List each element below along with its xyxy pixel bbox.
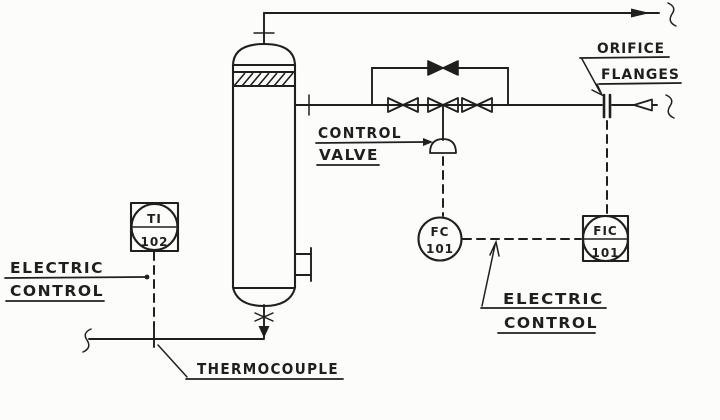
side-nozzle	[294, 247, 312, 282]
label-text: ELECTRIC	[503, 290, 604, 308]
orifice-flange-assembly	[602, 93, 612, 119]
leader-line	[157, 344, 188, 378]
distillation-column	[231, 42, 312, 308]
instrument-circle	[130, 202, 179, 252]
line-break-curl-top-icon	[667, 2, 677, 27]
leader-line	[481, 244, 496, 307]
instrument-number: 102	[140, 235, 168, 249]
instrument-tag: TI	[147, 212, 162, 226]
flow-arrow-left-icon	[633, 98, 653, 112]
instrument-number: 101	[591, 246, 619, 260]
signal-lines	[153, 120, 608, 328]
label-text: ORIFICE	[597, 41, 665, 57]
block-valve-upstream-icon	[387, 97, 419, 113]
bottoms-flange-tick-icon	[254, 312, 274, 322]
label-orifice-flanges: ORIFICE FLANGES	[579, 41, 682, 97]
leader-arrow-right-icon	[423, 138, 433, 146]
flow-arrow-down-icon	[258, 326, 270, 338]
label-underline-leader	[4, 276, 146, 279]
instrument-circle	[417, 216, 463, 262]
column-top-head	[231, 42, 297, 67]
instrument-number: 101	[426, 242, 454, 256]
overhead-vapor-line	[253, 2, 677, 45]
control-valve-body-icon	[427, 97, 459, 154]
leader-dot	[144, 274, 150, 280]
instrument-circle	[581, 214, 630, 263]
leader-arrow-down-icon	[591, 83, 604, 97]
leader-line	[581, 58, 601, 93]
instrument-tag: FIC	[593, 224, 617, 238]
valve-manifold	[371, 60, 509, 154]
instrument-tag: FC	[430, 225, 449, 239]
bypass-valve-icon	[427, 60, 459, 76]
label-text: ELECTRIC	[10, 259, 104, 277]
block-valve-downstream-icon	[461, 97, 493, 113]
label-text: VALVE	[319, 146, 379, 164]
label-text: FLANGES	[601, 67, 680, 83]
process-line	[294, 94, 675, 119]
instrument-fic-101: FIC 101	[581, 214, 630, 263]
line-break-curl-bottom-icon	[82, 328, 92, 353]
label-control-valve: CONTROL VALVE	[315, 124, 433, 166]
label-text: CONTROL	[318, 124, 402, 142]
label-underline	[579, 56, 670, 59]
label-text: THERMOCOUPLE	[197, 360, 339, 378]
instrument-fc-101: FC 101	[417, 216, 463, 262]
label-underline-leader	[315, 141, 425, 144]
label-text: CONTROL	[10, 282, 104, 300]
flow-arrow-right-icon	[631, 8, 650, 18]
packing-hatch	[233, 72, 294, 87]
line-break-curl-right-icon	[665, 94, 675, 119]
instrument-ti-102: TI 102	[129, 201, 180, 253]
label-underline	[598, 82, 682, 85]
leader-arrow-up-icon	[489, 239, 500, 257]
label-text: CONTROL	[504, 314, 598, 332]
column-bottom-head	[231, 287, 297, 308]
diaphragm-actuator-icon	[429, 138, 457, 154]
bottoms-line	[82, 304, 274, 353]
label-thermocouple: THERMOCOUPLE	[157, 344, 344, 380]
label-electric-control-left: ELECTRIC CONTROL	[4, 259, 150, 302]
label-electric-control-right: ELECTRIC CONTROL	[480, 239, 607, 334]
